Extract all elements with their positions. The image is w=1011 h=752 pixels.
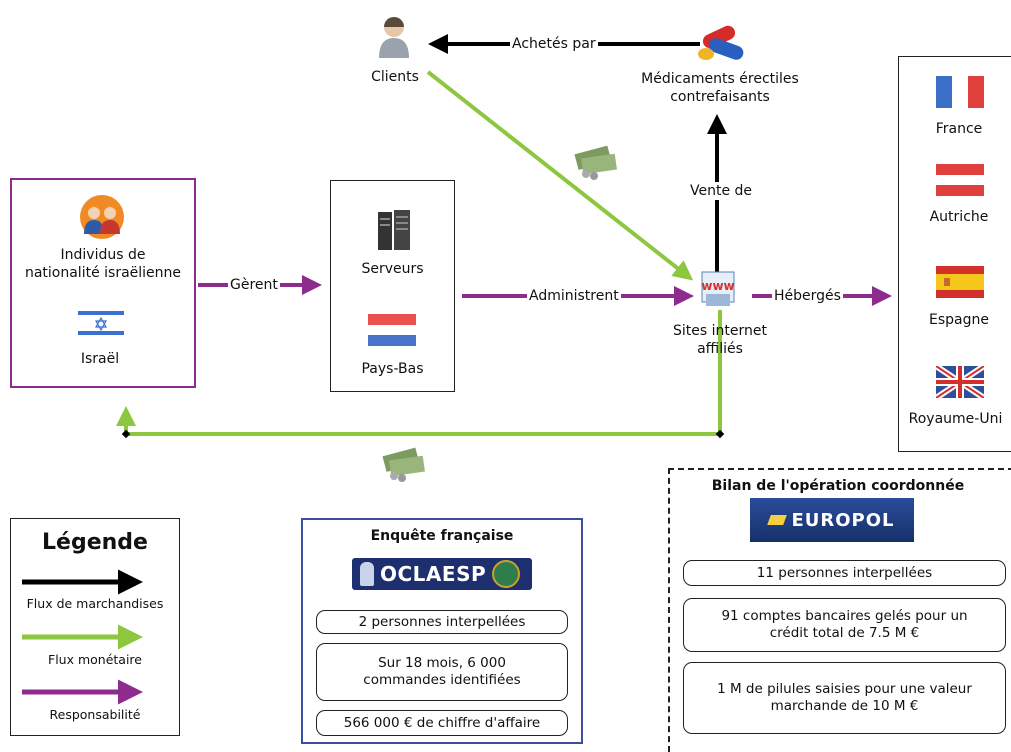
arrow-money-clients-sites — [426, 70, 694, 281]
europol-title: Bilan de l'opération coordonnée — [711, 478, 965, 494]
europol-pills: 1 M de pilules saisies pour une valeur m… — [683, 662, 1006, 734]
oclaesp-emblem-icon — [360, 562, 374, 586]
legend-title: Légende — [42, 530, 148, 555]
french-revenue: 566 000 € de chiffre d'affaire — [316, 710, 568, 736]
france-flag-icon — [936, 76, 984, 108]
spain-flag-icon — [936, 266, 984, 298]
legend-money: Flux monétaire — [48, 652, 142, 667]
legend-responsibility: Responsabilité — [49, 707, 141, 722]
country-france: France — [935, 121, 983, 137]
french-orders: Sur 18 mois, 6 000 commandes identifiées — [316, 643, 568, 701]
people-group-icon — [78, 194, 126, 240]
oclaesp-logo: OCLAESP — [352, 558, 532, 590]
label-hosted: Hébergés — [772, 287, 843, 305]
label-manage: Gèrent — [228, 276, 280, 294]
israel-flag-icon — [78, 308, 124, 338]
country-spain: Espagne — [929, 312, 989, 328]
uk-flag-icon — [936, 366, 984, 398]
label-bought-by: Achetés par — [510, 35, 598, 53]
french-investigation-box — [301, 518, 583, 744]
countries-box — [898, 56, 1011, 452]
legend-goods: Flux de marchandises — [26, 596, 164, 611]
individuals-box — [10, 178, 196, 388]
arrow-money-sites-individuals — [116, 310, 722, 436]
europol-logo-text: EUROPOL — [791, 509, 895, 531]
www-icon: www — [696, 270, 740, 310]
node-servers: Serveurs — [361, 261, 424, 277]
europol-accounts: 91 comptes bancaires gelés pour un crédi… — [683, 598, 1006, 652]
pills-icon — [694, 22, 750, 64]
node-individuals: Individus de nationalité israëlienne — [24, 247, 182, 281]
money-icon — [574, 144, 618, 180]
europol-arrests: 11 personnes interpellées — [683, 560, 1006, 586]
legend-box — [10, 518, 180, 736]
node-netherlands: Pays-Bas — [361, 361, 424, 377]
node-israel: Israël — [80, 351, 120, 367]
servers-box — [330, 180, 455, 392]
svg-text:www: www — [701, 279, 734, 293]
french-arrests: 2 personnes interpellées — [316, 610, 568, 634]
server-icon — [376, 208, 412, 252]
oclaesp-seal-icon — [492, 560, 521, 588]
country-uk: Royaume-Uni — [908, 411, 1003, 427]
netherlands-flag-icon — [368, 314, 416, 346]
europol-emblem-icon — [767, 515, 788, 525]
node-medications: Médicaments érectiles contrefaisants — [641, 71, 799, 105]
person-icon — [376, 14, 412, 58]
node-sites: Sites internet affiliés — [673, 323, 767, 357]
country-austria: Autriche — [929, 209, 989, 225]
europol-logo: EUROPOL — [750, 498, 914, 542]
europol-box — [668, 468, 1011, 752]
austria-flag-icon — [936, 164, 984, 196]
french-title: Enquête française — [370, 528, 514, 544]
label-sale-of: Vente de — [688, 182, 755, 200]
money-icon — [382, 446, 426, 482]
oclaesp-logo-text: OCLAESP — [380, 562, 487, 586]
label-administer: Administrent — [527, 287, 621, 305]
node-clients: Clients — [371, 69, 419, 85]
